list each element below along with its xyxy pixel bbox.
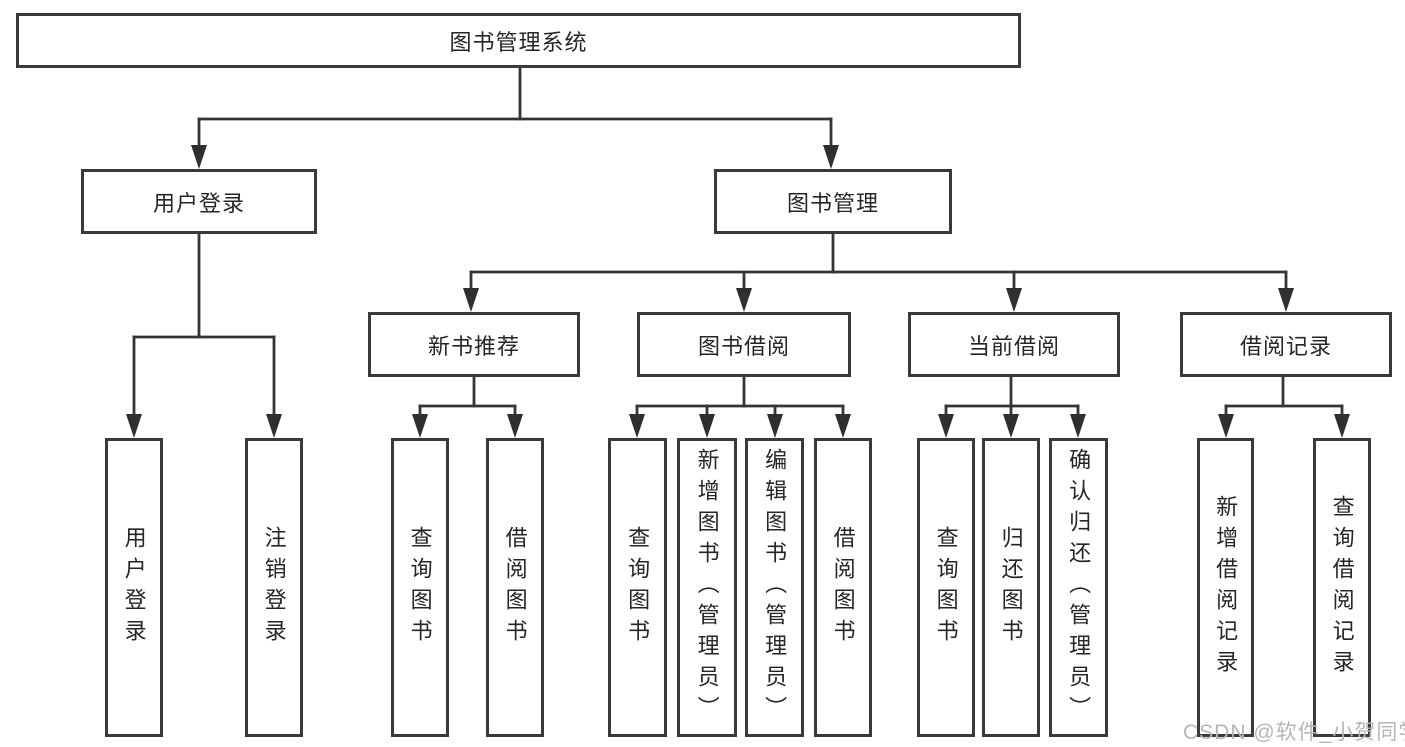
arrowhead-icon <box>1334 414 1350 438</box>
leaf-query-book-borrow: 查询图书 <box>608 438 667 737</box>
leaf-query-book-current: 查询图书 <box>917 438 975 737</box>
arrowhead-icon <box>823 145 839 169</box>
node-book-borrow: 图书借阅 <box>637 312 851 377</box>
arrowhead-icon <box>736 288 752 312</box>
node-borrow-record-label: 借阅记录 <box>1239 333 1332 359</box>
arrowhead-icon <box>412 414 428 438</box>
leaf-borrow-book-recommend: 借阅图书 <box>486 438 544 737</box>
arrowhead-icon <box>191 145 207 169</box>
arrowhead-icon <box>1218 414 1234 438</box>
leaf-user-login-label: 用户登录 <box>121 525 147 650</box>
arrowhead-icon <box>1278 288 1294 312</box>
arrowhead-icon <box>126 414 142 438</box>
arrowhead-icon <box>463 288 479 312</box>
leaf-add-book-admin-label: 新增图书（管理员） <box>694 448 720 727</box>
arrowhead-icon <box>266 414 282 438</box>
node-root: 图书管理系统 <box>16 13 1021 68</box>
leaf-query-borrow-record-label: 查询借阅记录 <box>1329 494 1355 681</box>
leaf-confirm-return-admin: 确认归还（管理员） <box>1049 438 1108 737</box>
leaf-return-book-label: 归还图书 <box>998 525 1024 650</box>
arrowhead-icon <box>507 414 523 438</box>
leaf-add-book-admin: 新增图书（管理员） <box>677 438 737 737</box>
leaf-query-book-borrow-label: 查询图书 <box>625 525 651 650</box>
node-new-book-recommend-label: 新书推荐 <box>427 333 520 359</box>
node-borrow-record: 借阅记录 <box>1180 312 1392 377</box>
node-new-book-recommend: 新书推荐 <box>368 312 580 377</box>
leaf-borrow-book-label: 借阅图书 <box>830 525 856 650</box>
leaf-logout-label: 注销登录 <box>261 525 287 650</box>
node-current-borrow-label: 当前借阅 <box>967 333 1060 359</box>
arrowhead-icon <box>767 414 783 438</box>
leaf-query-book-recommend: 查询图书 <box>391 438 449 737</box>
node-root-label: 图书管理系统 <box>449 29 588 55</box>
arrowhead-icon <box>629 414 645 438</box>
node-book-management: 图书管理 <box>714 169 952 234</box>
arrowhead-icon <box>938 414 954 438</box>
leaf-query-book-recommend-label: 查询图书 <box>407 525 433 650</box>
leaf-add-borrow-record: 新增借阅记录 <box>1197 438 1254 737</box>
node-user-login-label: 用户登录 <box>152 190 245 216</box>
arrowhead-icon <box>1006 288 1022 312</box>
node-book-borrow-label: 图书借阅 <box>697 333 790 359</box>
node-current-borrow: 当前借阅 <box>908 312 1120 377</box>
leaf-query-book-current-label: 查询图书 <box>933 525 959 650</box>
arrowhead-icon <box>1070 414 1086 438</box>
arrowhead-icon <box>835 414 851 438</box>
leaf-borrow-book: 借阅图书 <box>814 438 872 737</box>
leaf-edit-book-admin-label: 编辑图书（管理员） <box>762 448 788 727</box>
leaf-add-borrow-record-label: 新增借阅记录 <box>1213 494 1239 681</box>
leaf-logout: 注销登录 <box>245 438 303 737</box>
leaf-user-login: 用户登录 <box>105 438 163 737</box>
csdn-watermark: CSDN @软件_小贺同学 <box>1183 721 1405 744</box>
arrowhead-icon <box>699 414 715 438</box>
leaf-query-borrow-record: 查询借阅记录 <box>1313 438 1371 737</box>
leaf-return-book: 归还图书 <box>982 438 1040 737</box>
connector-lines <box>126 66 1350 438</box>
node-user-login: 用户登录 <box>81 169 317 234</box>
leaf-edit-book-admin: 编辑图书（管理员） <box>745 438 804 737</box>
node-book-management-label: 图书管理 <box>786 190 879 216</box>
leaf-borrow-book-recommend-label: 借阅图书 <box>502 525 528 650</box>
arrowhead-icon <box>1003 414 1019 438</box>
leaf-confirm-return-admin-label: 确认归还（管理员） <box>1066 448 1092 727</box>
